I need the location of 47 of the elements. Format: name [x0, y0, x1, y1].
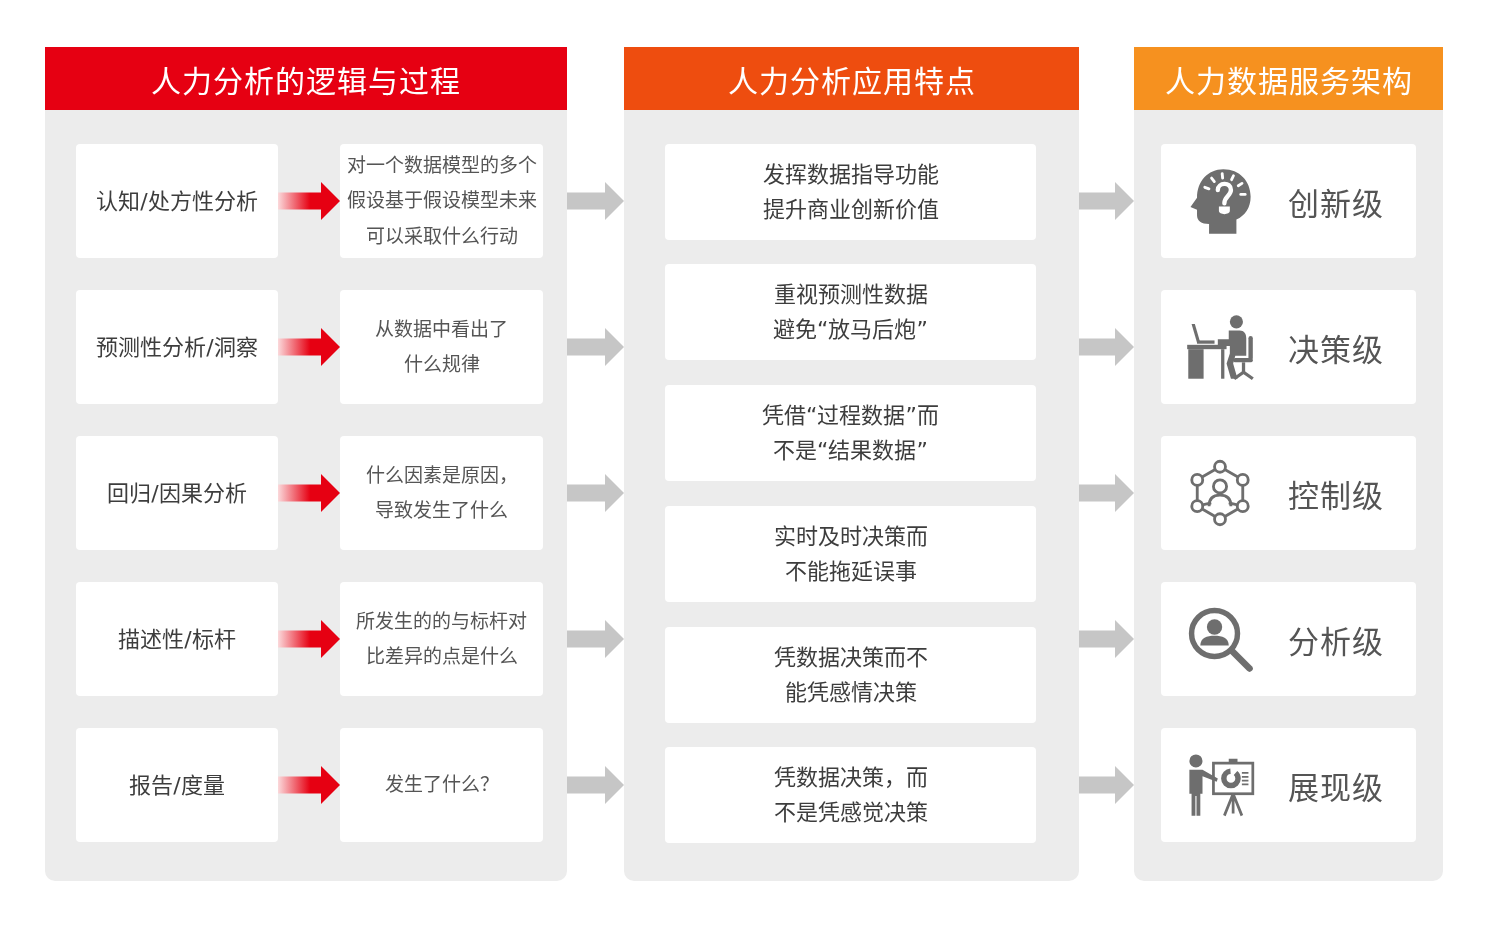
feature-box: 发挥数据指导功能提升商业创新价值 — [665, 144, 1036, 240]
arrow — [1079, 766, 1134, 804]
level-card — [1161, 436, 1416, 550]
arrow — [278, 620, 340, 658]
feature-box: 凭借“过程数据”而不是“结果数据” — [665, 385, 1036, 481]
arrow — [278, 474, 340, 512]
column-panel — [45, 47, 567, 881]
description-box: 发生了什么？ — [340, 728, 543, 842]
level-label: 控制级 — [1286, 476, 1385, 516]
arrow — [567, 766, 624, 804]
analysis-type-box: 描述性/标杆 — [76, 582, 278, 696]
level-label: 展现级 — [1286, 768, 1385, 808]
arrow — [567, 474, 624, 512]
description-box: 从数据中看出了什么规律 — [340, 290, 543, 404]
level-label: 分析级 — [1286, 622, 1385, 662]
analysis-type-box: 预测性分析/洞察 — [76, 290, 278, 404]
column-header: 人力分析应用特点 — [624, 47, 1079, 110]
column-header: 人力数据服务架构 — [1134, 47, 1443, 110]
arrow — [278, 182, 340, 220]
description-box: 对一个数据模型的多个假设基于假设模型未来可以采取什么行动 — [340, 144, 543, 258]
column-panel — [1134, 47, 1443, 881]
analysis-type-box: 回归/因果分析 — [76, 436, 278, 550]
analysis-type-box: 认知/处方性分析 — [76, 144, 278, 258]
arrow — [278, 766, 340, 804]
feature-box: 实时及时决策而不能拖延误事 — [665, 506, 1036, 602]
arrow — [1079, 620, 1134, 658]
description-box: 什么因素是原因，导致发生了什么 — [340, 436, 543, 550]
level-card — [1161, 582, 1416, 696]
arrow — [567, 620, 624, 658]
level-card — [1161, 728, 1416, 842]
arrow — [278, 328, 340, 366]
arrow — [567, 182, 624, 220]
arrow — [1079, 182, 1134, 220]
level-card — [1161, 144, 1416, 258]
description-box: 所发生的的与标杆对比差异的点是什么 — [340, 582, 543, 696]
arrow — [1079, 328, 1134, 366]
feature-box: 重视预测性数据避免“放马后炮” — [665, 264, 1036, 360]
level-label: 决策级 — [1286, 330, 1385, 370]
feature-box: 凭数据决策而不能凭感情决策 — [665, 627, 1036, 723]
analysis-type-box: 报告/度量 — [76, 728, 278, 842]
column-panel — [624, 47, 1079, 881]
level-card — [1161, 290, 1416, 404]
arrow — [567, 328, 624, 366]
column-header: 人力分析的逻辑与过程 — [45, 47, 567, 110]
feature-box: 凭数据决策，而不是凭感觉决策 — [665, 747, 1036, 843]
arrow — [1079, 474, 1134, 512]
level-label: 创新级 — [1286, 184, 1385, 224]
